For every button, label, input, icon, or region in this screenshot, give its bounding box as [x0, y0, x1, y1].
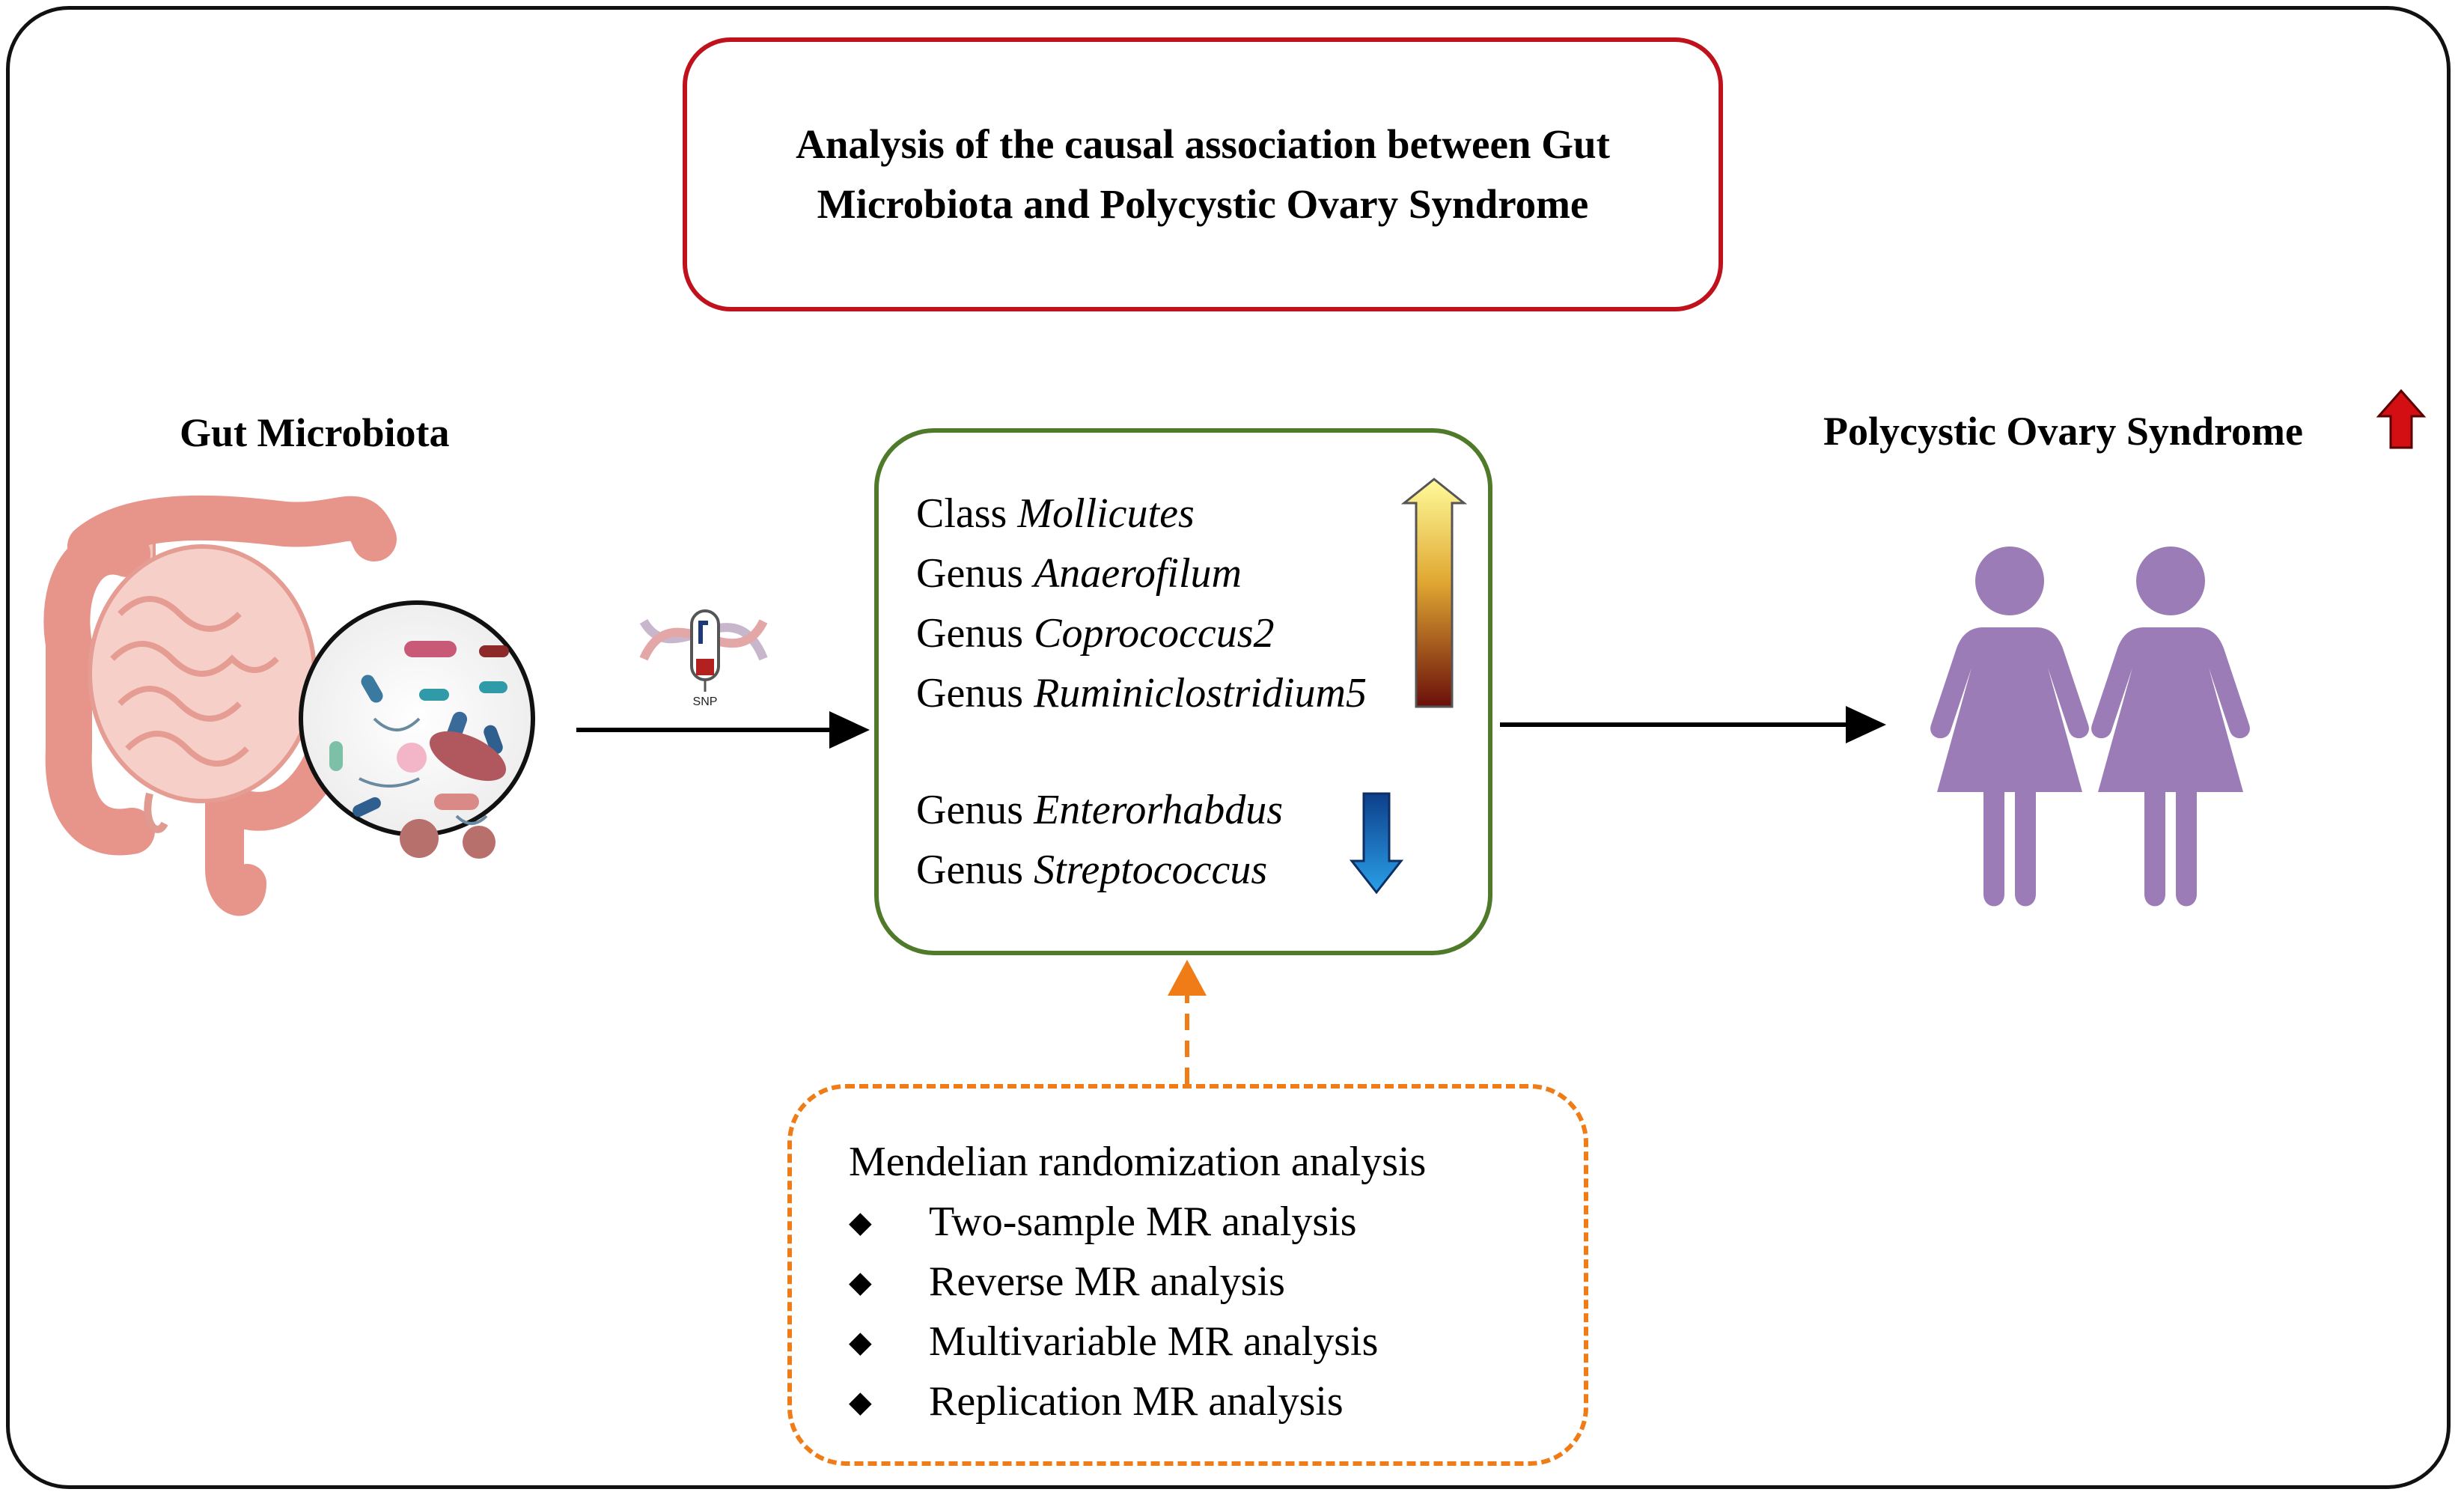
arrow-methods-to-taxa	[1168, 960, 1207, 1084]
method-item: ◆ Two-sample MR analysis	[849, 1198, 1357, 1246]
taxon-name: Streptococcus	[1034, 847, 1268, 893]
method-label: Multivariable MR analysis	[929, 1318, 1379, 1365]
title-box: Analysis of the causal association betwe…	[683, 37, 1723, 311]
method-label: Two-sample MR analysis	[929, 1199, 1357, 1245]
diamond-bullet-icon: ◆	[849, 1205, 872, 1239]
methods-title: Mendelian randomization analysis	[849, 1139, 1427, 1185]
taxon-decreased: Genus Streptococcus	[916, 846, 1267, 894]
method-label: Reverse MR analysis	[929, 1258, 1285, 1305]
snp-label: SNP	[693, 695, 718, 708]
methods-box: Mendelian randomization analysis ◆ Two-sa…	[787, 1084, 1588, 1466]
diamond-bullet-icon: ◆	[849, 1265, 872, 1299]
outcome-label: Polycystic Ovary Syndrome	[1823, 409, 2303, 454]
method-item: ◆ Multivariable MR analysis	[849, 1318, 1378, 1366]
taxon-rank: Genus	[916, 670, 1024, 716]
taxon-rank: Genus	[916, 787, 1024, 833]
taxon-decreased: Genus Enterorhabdus	[916, 786, 1283, 834]
taxa-box: Class Mollicutes Genus Anaerofilum Genus…	[874, 428, 1492, 955]
taxon-rank: Genus	[916, 550, 1024, 597]
red-up-arrow-icon	[2376, 389, 2427, 449]
method-label: Replication MR analysis	[929, 1378, 1344, 1425]
method-item: ◆ Replication MR analysis	[849, 1377, 1344, 1426]
intestine-icon	[43, 495, 397, 916]
figure-frame	[6, 6, 2451, 1489]
taxon-increased: Class Mollicutes	[916, 490, 1195, 538]
woman-figure-icon	[2091, 546, 2250, 907]
diamond-bullet-icon: ◆	[849, 1385, 872, 1419]
up-gradient-arrow-icon	[1400, 478, 1468, 708]
taxon-name: Ruminiclostridium5	[1034, 670, 1367, 716]
woman-figure-icon	[1930, 546, 2089, 907]
diamond-bullet-icon: ◆	[849, 1325, 872, 1359]
taxon-rank: Genus	[916, 847, 1024, 893]
taxon-increased: Genus Coprococcus2	[916, 609, 1275, 657]
down-blue-arrow-icon	[1349, 792, 1404, 895]
taxon-rank: Class	[916, 490, 1007, 537]
arrow-exposure-to-taxa	[576, 711, 870, 749]
figure-title: Analysis of the causal association betwe…	[796, 121, 1610, 227]
taxon-name: Anaerofilum	[1034, 550, 1242, 597]
microbe-magnifier-icon	[299, 600, 535, 859]
taxon-name: Mollicutes	[1017, 490, 1195, 537]
taxon-name: Enterorhabdus	[1034, 787, 1284, 833]
taxon-rank: Genus	[916, 610, 1024, 657]
exposure-label: Gut Microbiota	[180, 410, 450, 455]
dna-snp-icon: SNP	[639, 609, 768, 708]
taxon-name: Coprococcus2	[1034, 610, 1275, 657]
taxon-increased: Genus Ruminiclostridium5	[916, 669, 1367, 717]
arrow-taxa-to-outcome	[1500, 706, 1886, 743]
method-item: ◆ Reverse MR analysis	[849, 1258, 1285, 1306]
taxon-increased: Genus Anaerofilum	[916, 549, 1242, 597]
